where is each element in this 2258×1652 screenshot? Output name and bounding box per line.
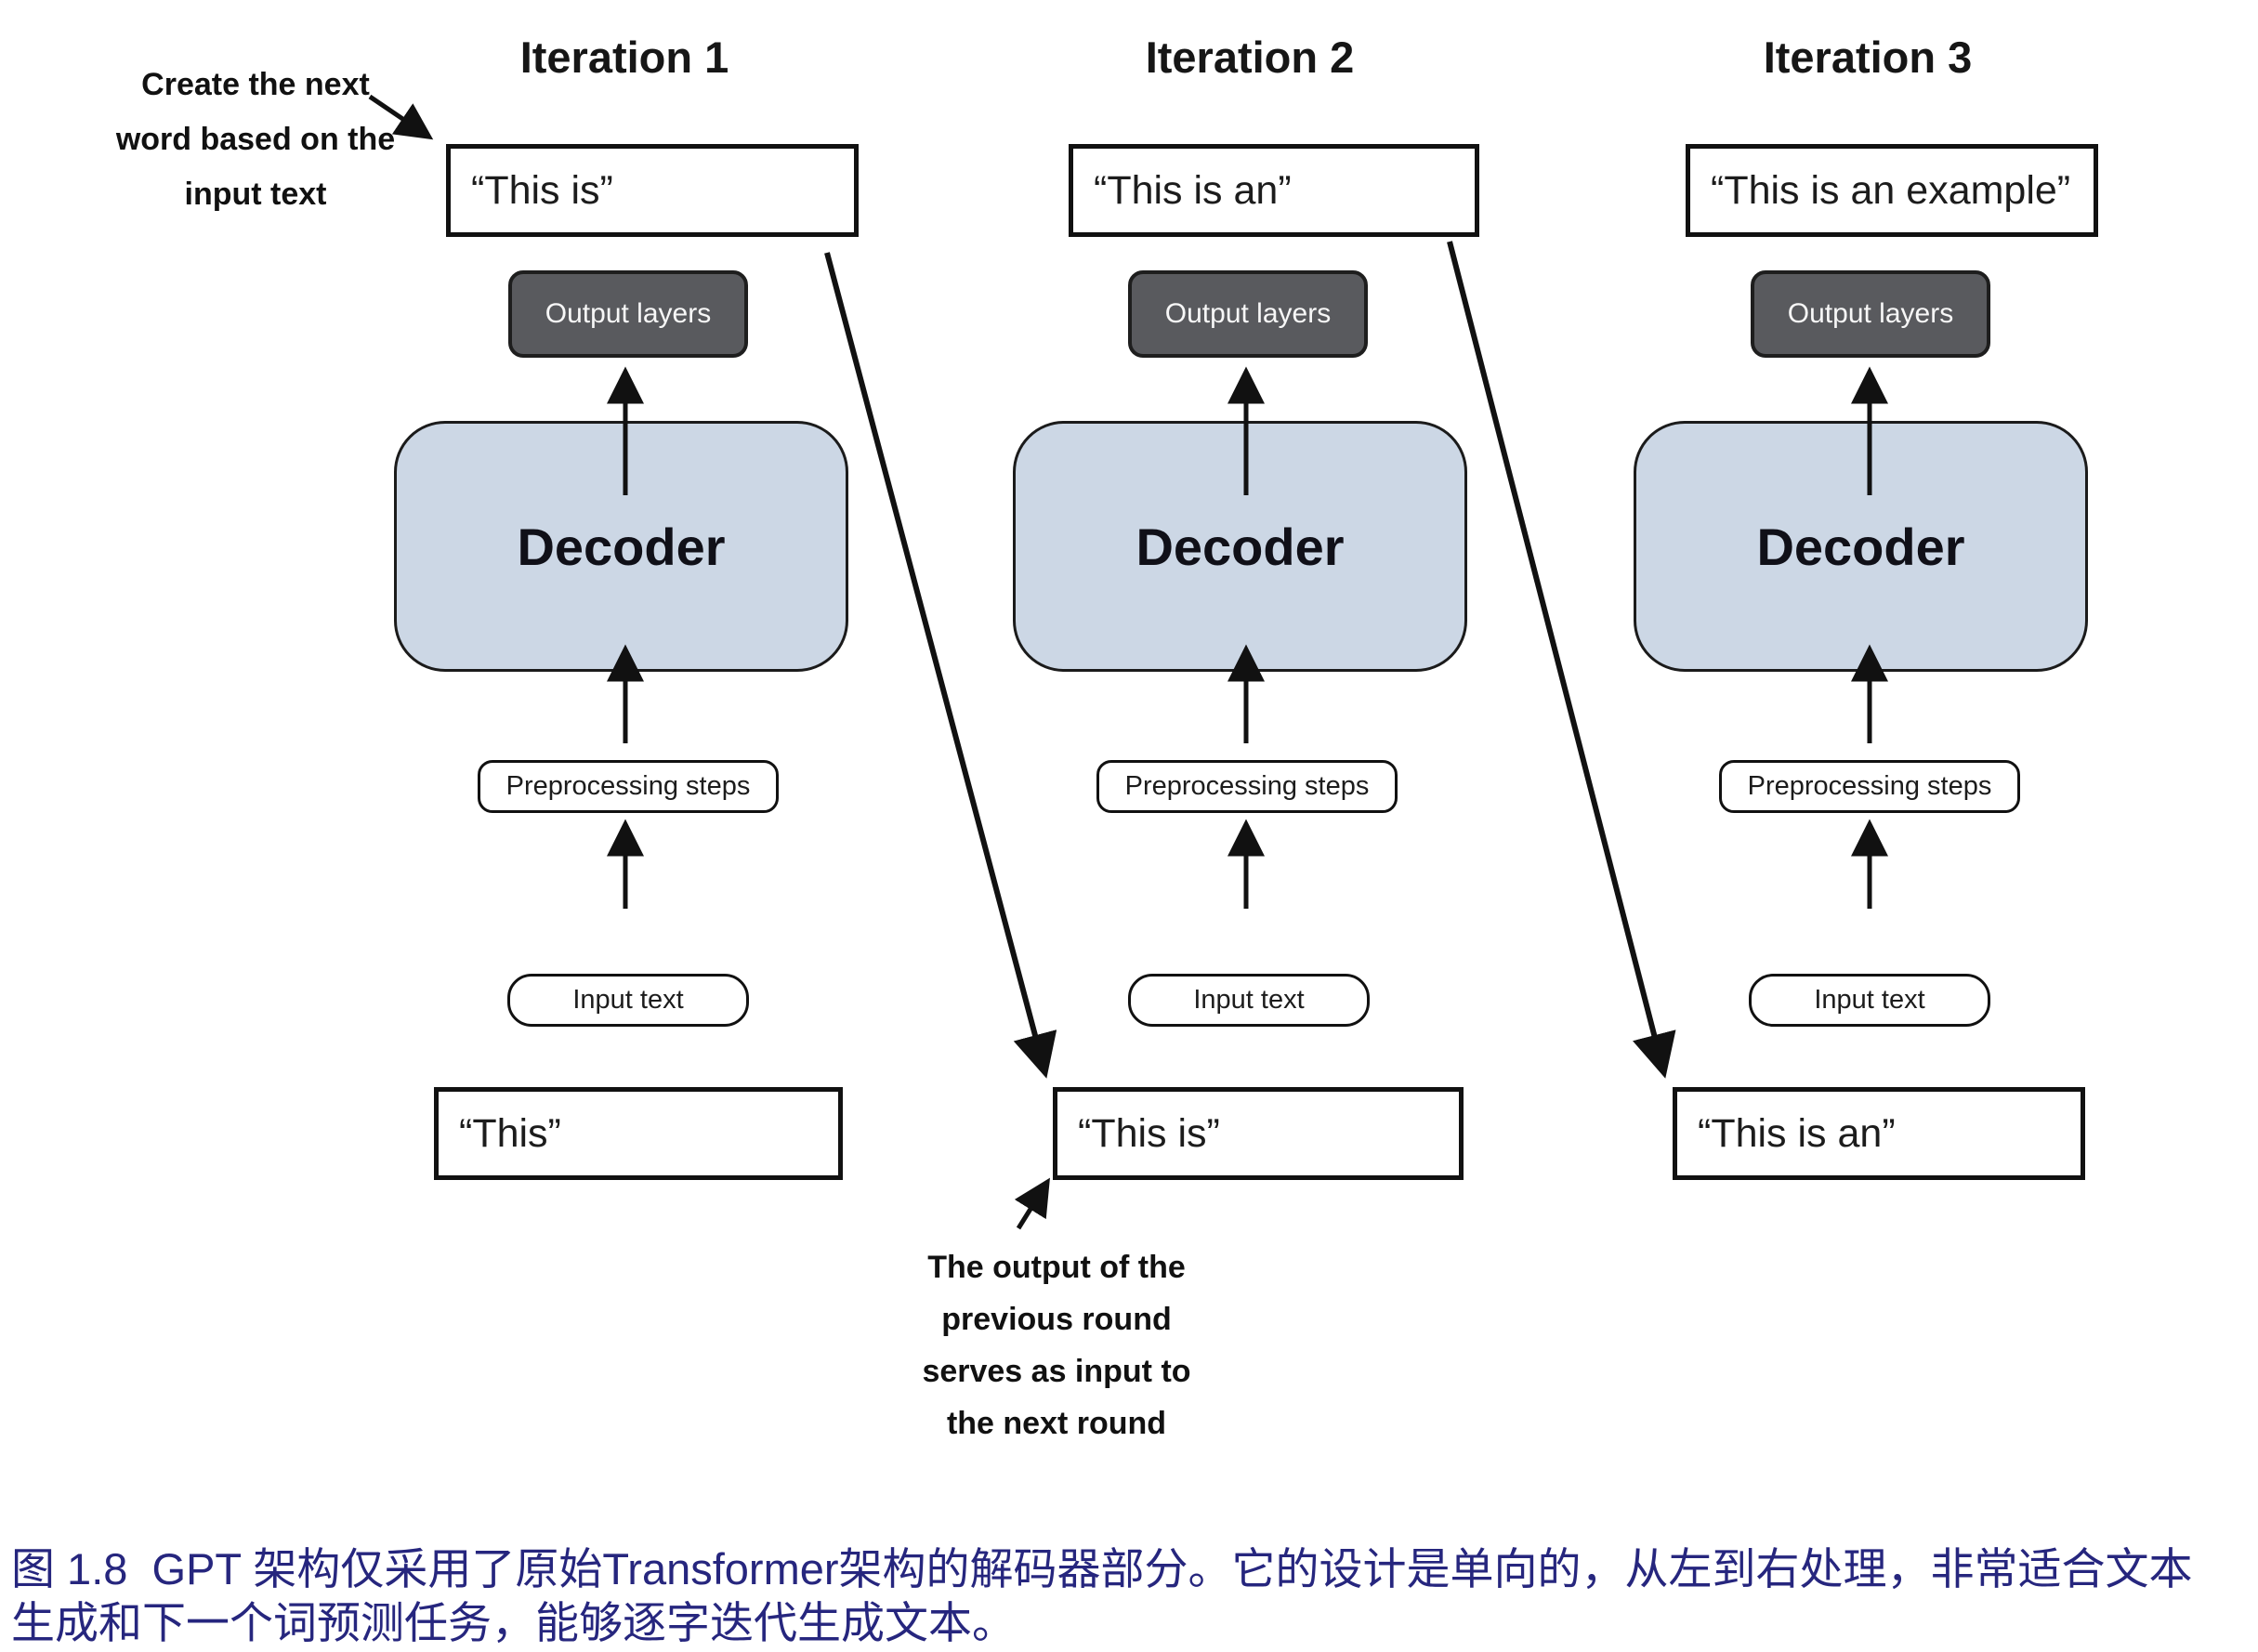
- iteration-3-decoder-box: Decoder: [1634, 421, 2088, 672]
- arrow-annotation-previous-round: [1014, 1177, 1050, 1230]
- iteration-2-output-text-box: “This is an”: [1069, 144, 1479, 237]
- caption-line-2: 生成和下一个词预测任务，能够逐字迭代生成文本。: [11, 1598, 1016, 1647]
- annotation-line: The output of the: [927, 1250, 1186, 1285]
- iteration-1-output-text-box: “This is”: [446, 144, 859, 237]
- iteration-2-preprocessing-box: Preprocessing steps: [1096, 760, 1398, 813]
- iteration-2-input-label-box: Input text: [1128, 974, 1370, 1027]
- caption-line-1: 图 1.8 GPT 架构仅采用了原始Transformer架构的解码器部分。它的…: [11, 1544, 2193, 1593]
- iteration-2-input-text-box: “This is”: [1053, 1087, 1464, 1180]
- annotation-output-serves-as-input: The output of the previous round serves …: [857, 1241, 1256, 1449]
- annotation-line: the next round: [946, 1406, 1167, 1441]
- annotation-line: serves as input to: [922, 1354, 1191, 1389]
- iteration-3-title: Iteration 3: [1763, 33, 1973, 82]
- iteration-1-preprocessing-box: Preprocessing steps: [478, 760, 779, 813]
- iteration-1-decoder-box: Decoder: [394, 421, 848, 672]
- annotation-line: word based on the: [115, 122, 396, 157]
- figure-caption: 图 1.8 GPT 架构仅采用了原始Transformer架构的解码器部分。它的…: [11, 1542, 2193, 1650]
- arrow-iteration1-output-to-iteration2-input: [824, 252, 1057, 1079]
- iteration-1-input-text-box: “This”: [434, 1087, 843, 1180]
- annotation-line: Create the next: [141, 67, 370, 102]
- iteration-1-title: Iteration 1: [519, 33, 729, 82]
- iteration-2-title: Iteration 2: [1145, 33, 1355, 82]
- annotation-line: input text: [184, 177, 327, 212]
- iteration-3-output-layers-box: Output layers: [1751, 270, 1990, 358]
- iteration-1-output-layers-box: Output layers: [508, 270, 748, 358]
- iteration-3-input-label-box: Input text: [1749, 974, 1990, 1027]
- iteration-3-preprocessing-box: Preprocessing steps: [1719, 760, 2020, 813]
- iteration-3-output-text-box: “This is an example”: [1686, 144, 2098, 237]
- iteration-2-decoder-box: Decoder: [1013, 421, 1467, 672]
- annotation-line: previous round: [941, 1302, 1172, 1337]
- annotation-create-next-word: Create the next word based on the input …: [56, 58, 455, 222]
- iteration-2-output-layers-box: Output layers: [1128, 270, 1368, 358]
- arrow-iteration2-output-to-iteration3-input: [1447, 241, 1676, 1079]
- iteration-3-input-text-box: “This is an”: [1673, 1087, 2085, 1180]
- iteration-1-input-label-box: Input text: [507, 974, 749, 1027]
